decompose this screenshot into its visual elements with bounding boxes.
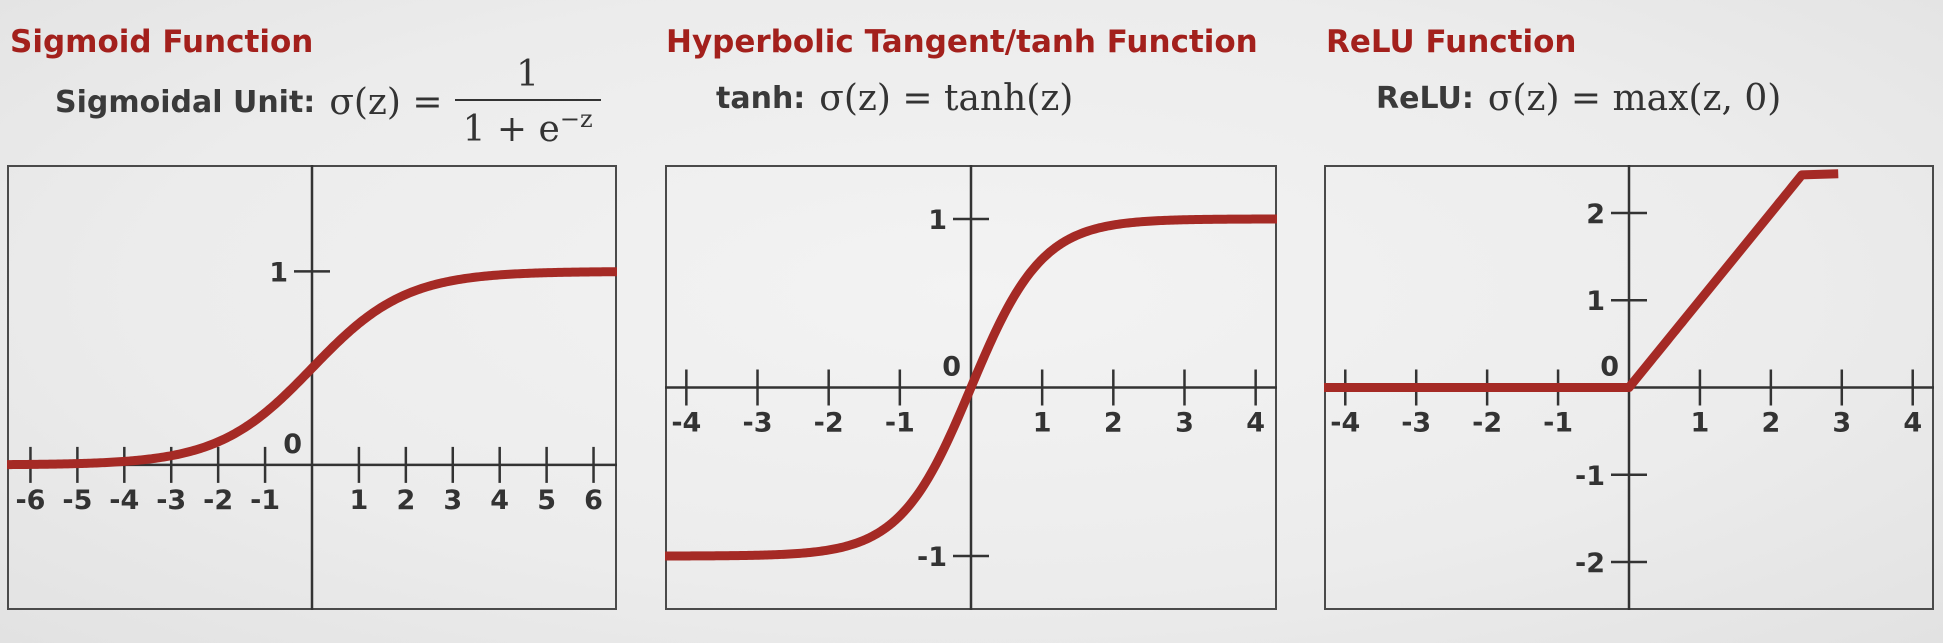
sigmoid-formula-exponent: −z (559, 105, 593, 133)
sigmoid-formula-numerator: 1 (516, 54, 540, 95)
relu-panel: ReLU Function ReLU: σ(z) = max(z, 0) -4-… (1322, 0, 1943, 643)
tanh-panel: Hyperbolic Tangent/tanh Function tanh: σ… (664, 0, 1304, 643)
tanh-formula-label: tanh: (716, 81, 806, 116)
tanh-y-tick-label: 1 (928, 205, 947, 236)
relu-x-tick-label: 3 (1832, 408, 1851, 439)
sigmoid-x-tick-label: 6 (584, 485, 603, 516)
tanh-title: Hyperbolic Tangent/tanh Function (666, 24, 1258, 60)
sigmoid-y-tick-label: 1 (269, 257, 288, 288)
relu-chart: -4 -3 -2 -1 1 2 3 4 2 1 -1 -2 0 (1324, 165, 1934, 610)
sigmoid-formula-lhs: σ(z) = (329, 81, 443, 123)
tanh-curve (665, 214, 1277, 561)
sigmoid-origin-label: 0 (283, 429, 302, 460)
relu-y-tick-label: 2 (1586, 199, 1605, 230)
tanh-x-tick-label: 2 (1104, 408, 1123, 439)
sigmoid-x-tick-label: 1 (350, 485, 369, 516)
sigmoid-x-tick-label: 3 (443, 485, 462, 516)
sigmoid-curve (7, 267, 617, 470)
relu-x-tick-label: 1 (1691, 408, 1710, 439)
relu-x-tick-label: -3 (1401, 408, 1431, 439)
tanh-x-tick-label: 1 (1033, 408, 1052, 439)
tanh-formula-expr: σ(z) = tanh(z) (819, 78, 1074, 119)
relu-formula: ReLU: σ(z) = max(z, 0) (1376, 78, 1781, 119)
tanh-x-tick-label: -2 (814, 408, 844, 439)
tanh-x-tick-label: -4 (671, 408, 701, 439)
relu-formula-label: ReLU: (1376, 81, 1474, 116)
sigmoid-x-tick-label: 2 (396, 485, 415, 516)
tanh-formula: tanh: σ(z) = tanh(z) (716, 78, 1073, 119)
tanh-x-tick-label: -3 (743, 408, 773, 439)
relu-formula-expr: σ(z) = max(z, 0) (1487, 78, 1782, 119)
relu-origin-label: 0 (1600, 352, 1619, 383)
relu-y-tick-label: -1 (1575, 461, 1605, 492)
sigmoid-x-tick-label: 5 (537, 485, 556, 516)
relu-x-tick-label: -1 (1543, 408, 1573, 439)
sigmoid-x-tick-label: -4 (109, 485, 139, 516)
sigmoid-title: Sigmoid Function (10, 24, 314, 60)
relu-x-tick-label: 4 (1903, 408, 1922, 439)
sigmoid-x-tick-label: -1 (250, 485, 280, 516)
relu-x-tick-label: 2 (1761, 408, 1780, 439)
tanh-x-tick-label: 3 (1175, 408, 1194, 439)
relu-x-tick-label: -4 (1330, 408, 1360, 439)
tanh-origin-label: 0 (942, 352, 961, 383)
sigmoid-x-tick-label: 4 (490, 485, 509, 516)
sigmoid-x-tick-label: -2 (203, 485, 233, 516)
relu-y-tick-label: 1 (1586, 286, 1605, 317)
tanh-chart: -4 -3 -2 -1 1 2 3 4 1 -1 0 (665, 165, 1277, 610)
sigmoid-x-tick-label: -6 (15, 485, 45, 516)
sigmoid-formula-label: Sigmoidal Unit: (55, 84, 316, 120)
sigmoid-formula: Sigmoidal Unit: σ(z) = 1 1 + e−z (55, 54, 601, 150)
tanh-x-tick-label: -1 (885, 408, 915, 439)
relu-title: ReLU Function (1326, 24, 1577, 60)
tanh-x-tick-label: 4 (1246, 408, 1265, 439)
relu-curve (1324, 169, 1839, 392)
sigmoid-x-tick-label: -3 (156, 485, 186, 516)
tanh-y-tick-label: -1 (917, 542, 947, 573)
relu-y-tick-label: -2 (1575, 548, 1605, 579)
sigmoid-panel: Sigmoid Function Sigmoidal Unit: σ(z) = … (0, 0, 640, 643)
relu-x-tick-label: -2 (1472, 408, 1502, 439)
sigmoid-x-tick-label: -5 (62, 485, 92, 516)
sigmoid-formula-denominator: 1 + e (462, 109, 560, 150)
